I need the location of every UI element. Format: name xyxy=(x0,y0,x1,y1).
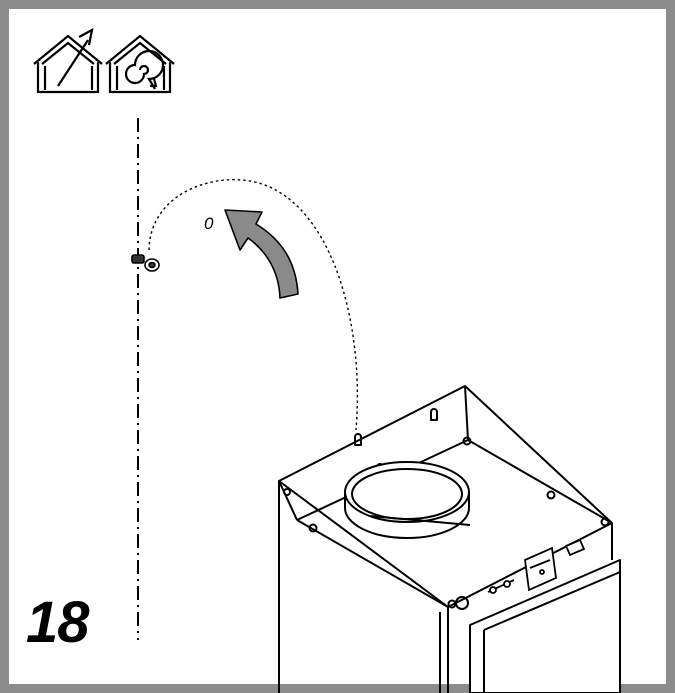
wall-screw xyxy=(131,254,160,272)
damper-bracket xyxy=(487,538,586,594)
movement-trajectory xyxy=(148,179,359,431)
recirculation-icon xyxy=(105,34,175,94)
step-number: 18 xyxy=(26,590,90,655)
duct-out-icon xyxy=(33,27,103,94)
duct-collar xyxy=(344,461,471,539)
hood-body xyxy=(278,385,621,693)
bolt-label: 0 xyxy=(204,214,214,233)
rotation-arrow xyxy=(224,209,299,299)
